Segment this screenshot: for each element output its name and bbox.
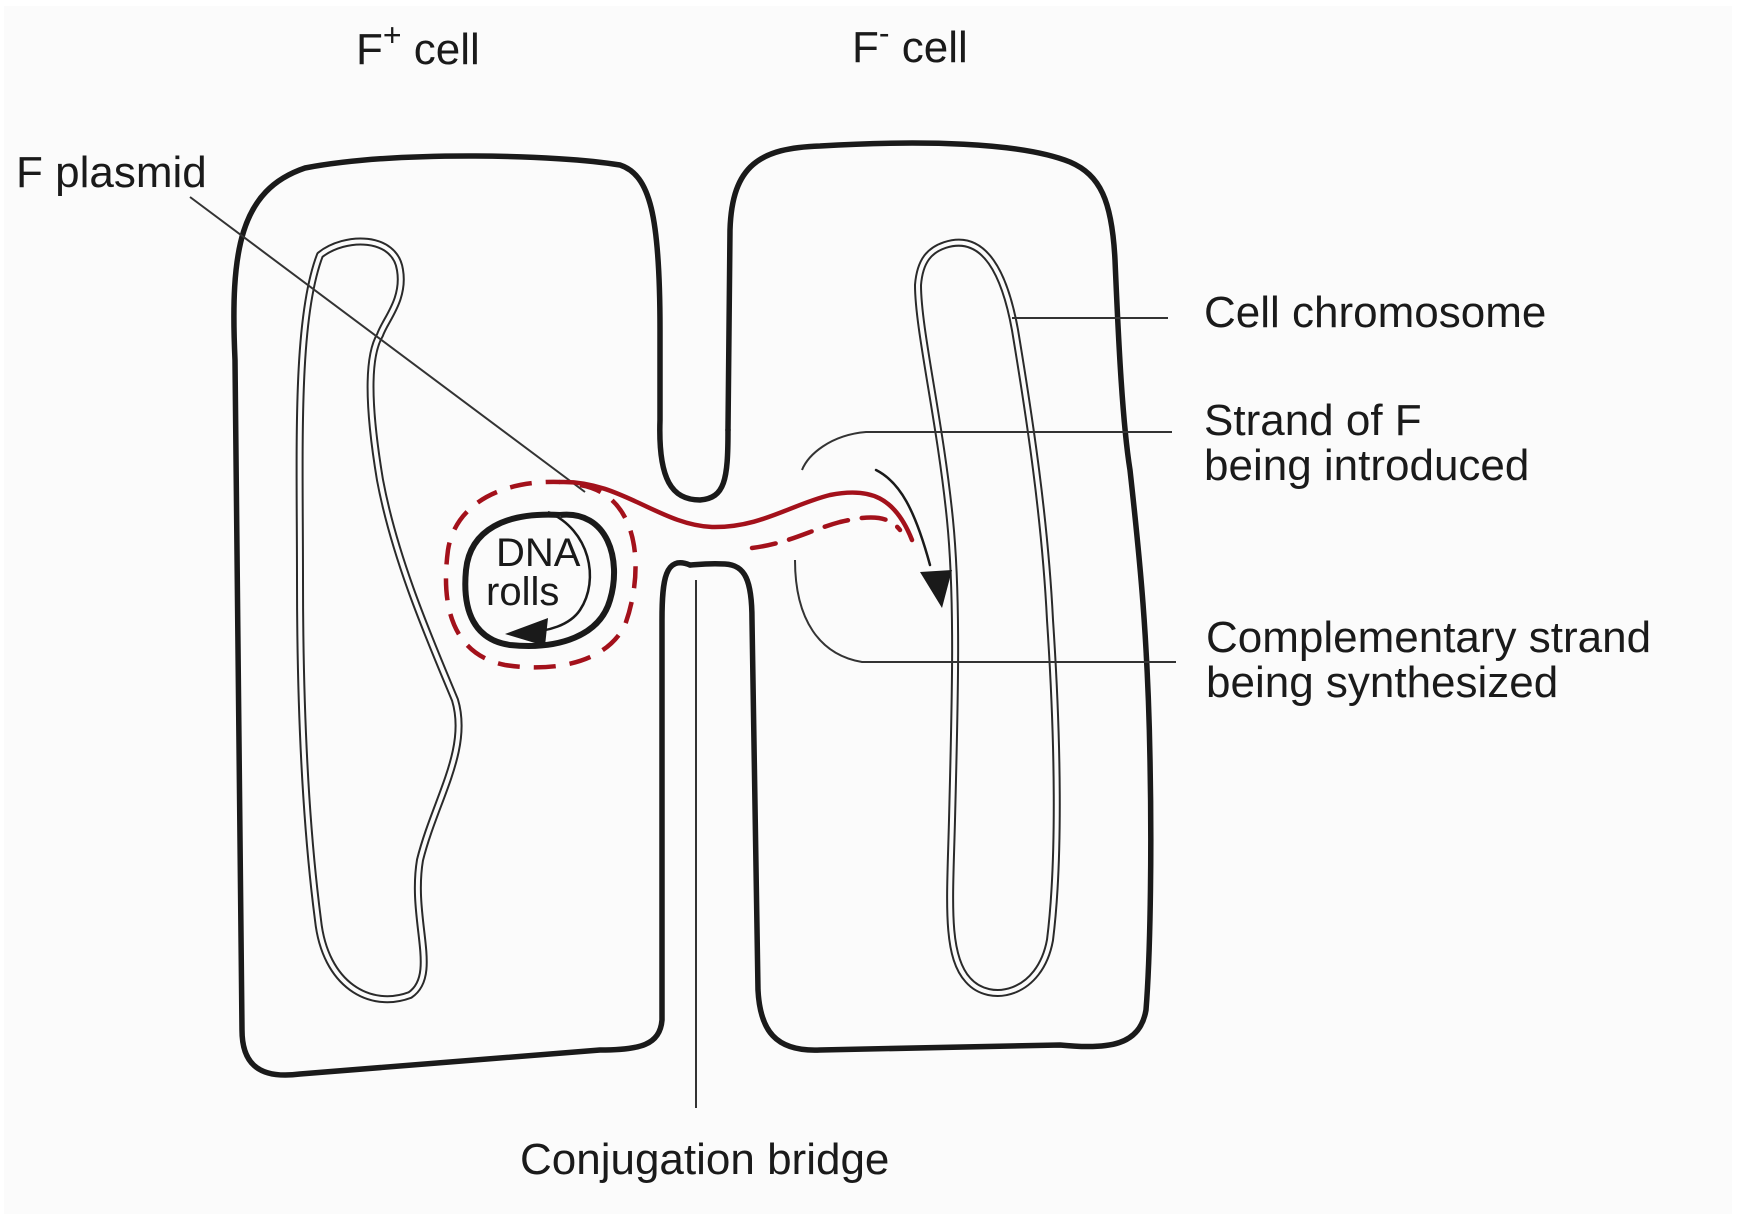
f-minus-tail: cell <box>890 23 968 72</box>
conjugation-bridge-label: Conjugation bridge <box>520 1135 889 1184</box>
f-plasmid-label: F plasmid <box>16 148 207 197</box>
f-plus-cell-label: F+ cell <box>356 17 480 74</box>
dna-rolls-label-line2: rolls <box>486 570 559 614</box>
f-plus-tail: cell <box>402 25 480 74</box>
cell-chromosome-label: Cell chromosome <box>1204 288 1546 337</box>
f-plus-sup: + <box>383 17 402 53</box>
complementary-label-line2: being synthesized <box>1206 658 1558 707</box>
f-minus-sup: - <box>879 15 890 51</box>
f-minus-main: F <box>852 23 879 72</box>
complementary-label-line1: Complementary strand <box>1206 613 1651 662</box>
f-plus-main: F <box>356 25 383 74</box>
strand-label-line2: being introduced <box>1204 441 1529 490</box>
f-minus-cell-label: F- cell <box>852 15 968 72</box>
strand-label-line1: Strand of F <box>1204 396 1422 445</box>
figure-panel <box>4 6 1732 1214</box>
dna-rolls-label-line1: DNA <box>496 531 581 575</box>
